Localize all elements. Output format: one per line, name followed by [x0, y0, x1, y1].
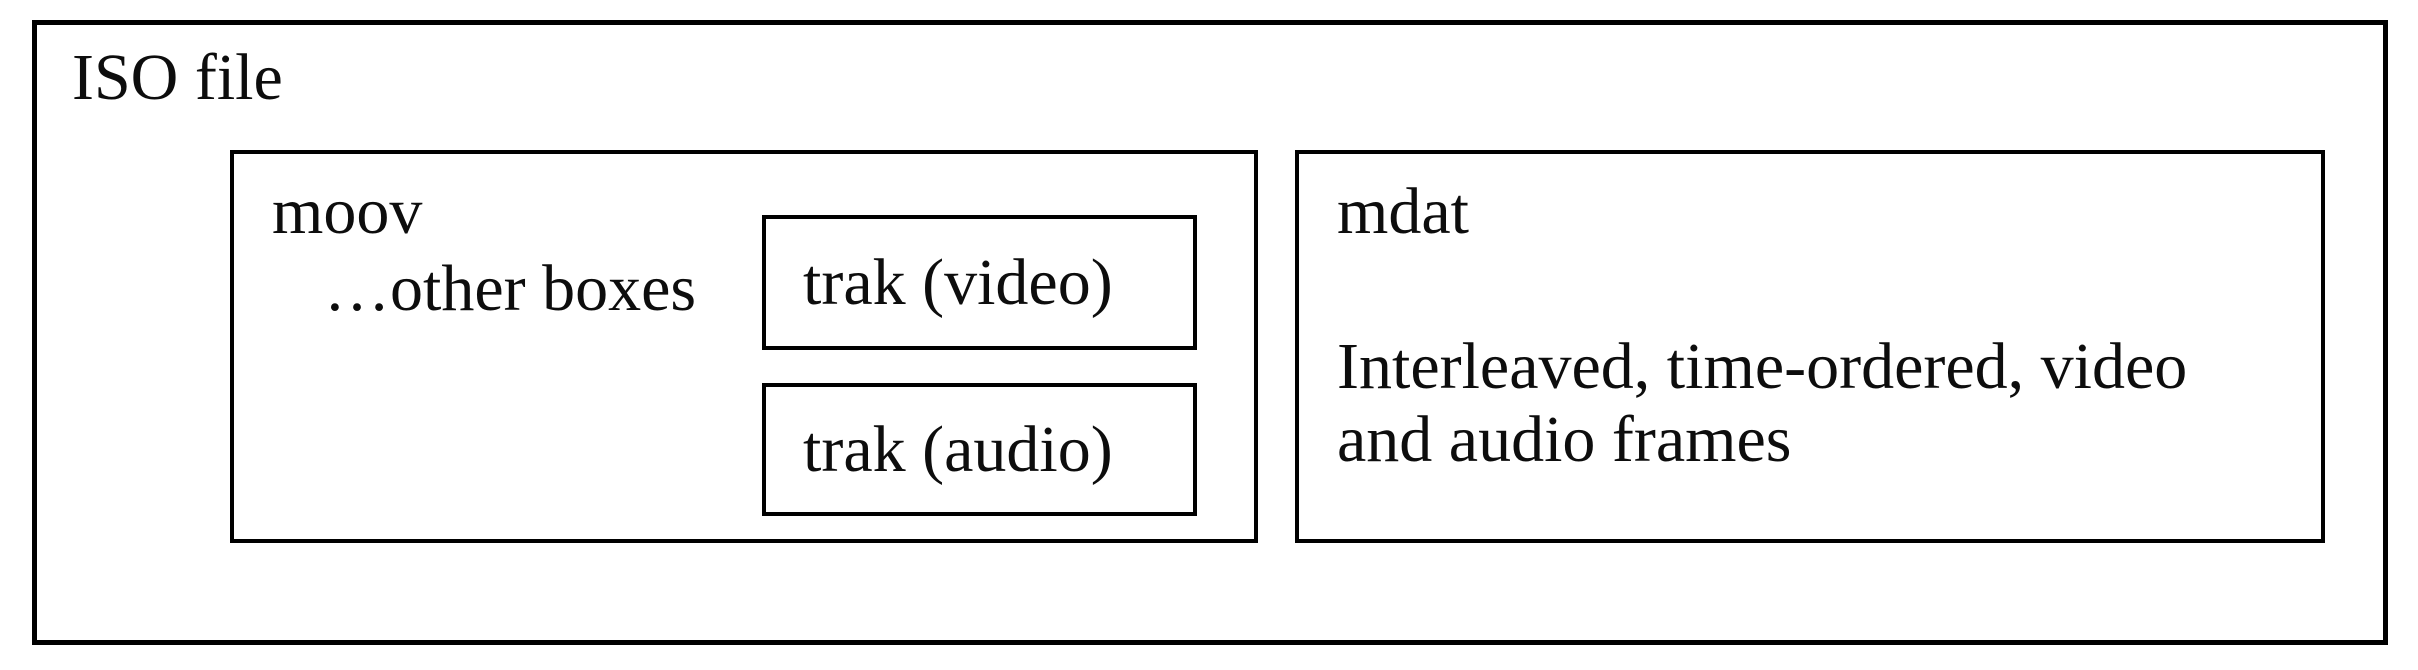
mdat-description-line-2: and audio frames — [1337, 403, 1792, 476]
moov-other-boxes-label: …other boxes — [324, 252, 697, 325]
moov-label: moov — [272, 175, 423, 248]
iso-file-box: ISO file moov …other boxes trak (video) … — [32, 20, 2388, 645]
trak-video-label: trak (video) — [803, 246, 1113, 319]
trak-audio-box: trak (audio) — [762, 383, 1197, 516]
mdat-description-line-1: Interleaved, time-ordered, video — [1337, 330, 2188, 403]
trak-video-box: trak (video) — [762, 215, 1197, 350]
iso-file-label: ISO file — [72, 41, 283, 114]
trak-audio-label: trak (audio) — [803, 413, 1113, 486]
mdat-description: Interleaved, time-ordered, video and aud… — [1337, 330, 2291, 476]
moov-box: moov …other boxes trak (video) trak (aud… — [230, 150, 1258, 543]
mdat-box: mdat Interleaved, time-ordered, video an… — [1295, 150, 2325, 543]
mdat-label: mdat — [1337, 175, 1469, 248]
